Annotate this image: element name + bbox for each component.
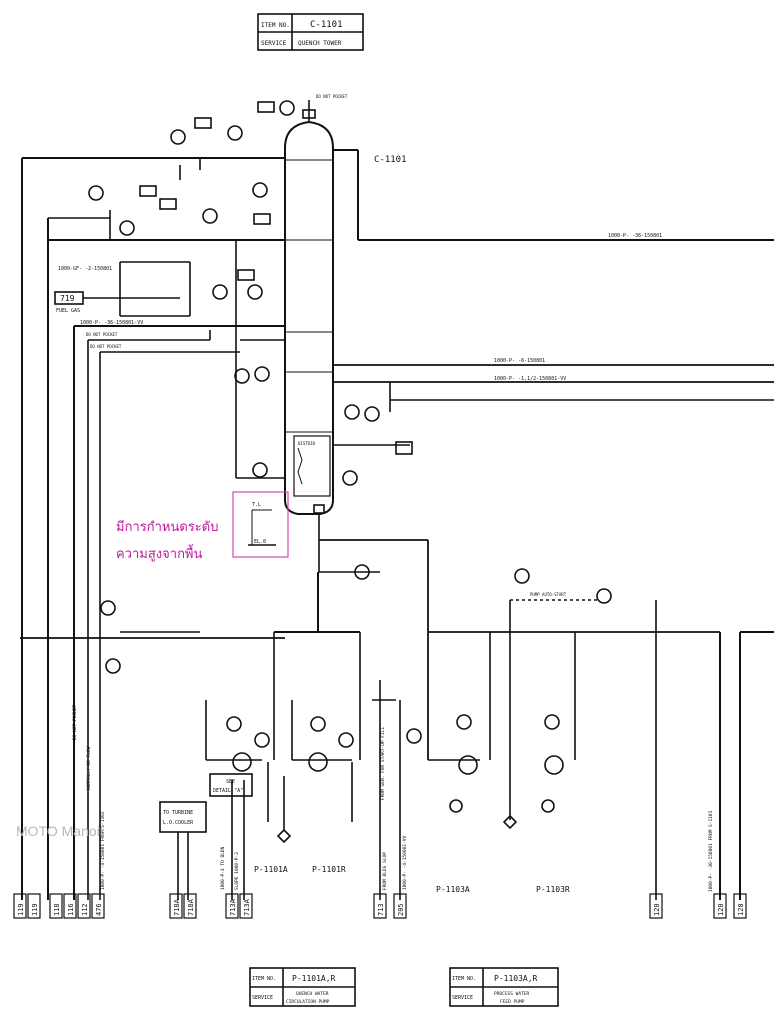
title-br-item-label: ITEM NO. (452, 976, 476, 982)
title-br-service-1: PROCESS WATER (494, 991, 530, 997)
title-br-item-no: P-1103A,R (494, 974, 538, 983)
off-page-ref: 112 (81, 903, 89, 916)
see-detail-line2: DETAIL "A" (213, 788, 243, 794)
fuel-gas-label: FUEL GAS (56, 308, 80, 314)
note-do-not-pocket-2: DO NOT POCKET (86, 332, 118, 337)
off-page-ref: 119 (17, 903, 25, 916)
vertical-note-2: 1000-P- -4-150801-VV (402, 836, 408, 890)
title-top-item-label: ITEM NO. (261, 22, 290, 29)
title-bl-service-label: SERVICE (252, 995, 273, 1001)
vertical-note-1: 1000-P- -30-150801 FROM S-1101 (708, 810, 714, 892)
off-page-ref: 116 (67, 903, 75, 916)
note-do-not-pocket-1: DO NOT POCKET (316, 94, 348, 99)
line-overhead: 1000-P- -36-150801 (608, 233, 662, 239)
pump-1103r-tag: P-1103R (536, 885, 570, 894)
line-right-1: 1000-P- -6-150801 (494, 358, 545, 364)
title-bl-service-2: CIRCULATION PUMP (286, 999, 330, 1005)
vertical-note-do-not-pocket-4: DO NOT POCKET (72, 704, 78, 740)
instrument-bubbles (88, 100, 413, 674)
pump-1101r-tag: P-1101R (312, 865, 346, 874)
off-page-ref: 718A (187, 898, 195, 916)
level-annotation-box (232, 491, 289, 558)
pump-group-1101 (159, 680, 401, 900)
fuel-gas-ref: 719 (60, 294, 75, 303)
off-page-ref: 118 (53, 903, 61, 916)
off-page-ref: 120 (653, 903, 661, 916)
title-block-bottom-right (449, 967, 559, 1007)
vertical-note-6: 1000-P- -4-150801 FROM S-1102 (100, 811, 106, 890)
title-top-item-no: C-1101 (310, 20, 343, 30)
line-right-2: 1000-P- -1,1/2-150801-VV (494, 376, 566, 382)
title-br-service-2: FEED PUMP (500, 999, 525, 1005)
vertical-note-5: FROM BLDG SLOP (382, 852, 388, 890)
off-page-ref: 120 (737, 903, 745, 916)
pump-group-1103 (406, 568, 657, 900)
title-br-service-label: SERVICE (452, 995, 473, 1001)
quench-tower-vessel (284, 100, 334, 572)
bottoms-piping (20, 539, 774, 900)
annotation-line1: มีการกำหนดระดับ (116, 519, 218, 535)
off-page-ref: 713A (229, 898, 237, 916)
off-page-ref: 718A (173, 898, 181, 916)
pump-autostart: PUMP AUTO-START (530, 592, 567, 597)
line-tl: T.L (252, 502, 261, 508)
feed-piping (47, 210, 285, 900)
off-page-ref: 713A (243, 898, 251, 916)
pump-1101a-tag: P-1101A (254, 865, 288, 874)
off-page-ref: 205 (397, 903, 405, 916)
off-page-ref: 120 (717, 903, 725, 916)
title-top-service-label: SERVICE (261, 40, 287, 47)
line-main-feed: 1000-P- -36-150801-VV (80, 320, 143, 326)
line-elev: EL.0 (254, 539, 266, 545)
off-page-ref: 476 (95, 903, 103, 916)
vertical-note-4: 1000-P-4 TO BLDN (220, 846, 226, 890)
note-do-not-pocket-3: DO NOT POCKET (90, 344, 122, 349)
vertical-note-start-up-fill: FROM GEN. FOR START-UP FILL (380, 727, 386, 800)
see-detail-line1: SEE (226, 779, 235, 785)
internals-label: DISTRIB (298, 441, 315, 446)
right-side-lines (333, 364, 774, 446)
watermark: MOTO Manoir (16, 823, 105, 839)
vertical-note-3: SLOPE 1000-P-2 (234, 852, 240, 890)
top-header-line (21, 157, 285, 900)
title-bl-item-no: P-1101A,R (292, 974, 336, 983)
off-page-ref: 119 (31, 903, 39, 916)
turbine-box-line1: TO TURBINE (163, 810, 193, 816)
tower-tag: C-1101 (374, 155, 407, 165)
line-fuel-gas: 1000-GF- -2-150801 (58, 266, 112, 272)
title-block-top (257, 13, 364, 51)
pump-1103a-tag: P-1103A (436, 885, 470, 894)
title-bl-item-label: ITEM NO. (252, 976, 276, 982)
title-bl-service-1: QUENCH WATER (296, 991, 329, 997)
vertical-note-normally-no-flow: NORMALLY NO FLOW (86, 746, 92, 790)
title-block-bottom-left (249, 967, 356, 1007)
off-page-ref-boxes (13, 893, 747, 919)
title-top-service: QUENCH TOWER (298, 40, 342, 47)
overhead-line (333, 149, 774, 241)
annotation-line2: ความสูงจากพื้น (116, 544, 203, 562)
turbine-box-line2: L.O.COOLER (163, 820, 194, 826)
off-page-ref: 713 (377, 903, 385, 916)
